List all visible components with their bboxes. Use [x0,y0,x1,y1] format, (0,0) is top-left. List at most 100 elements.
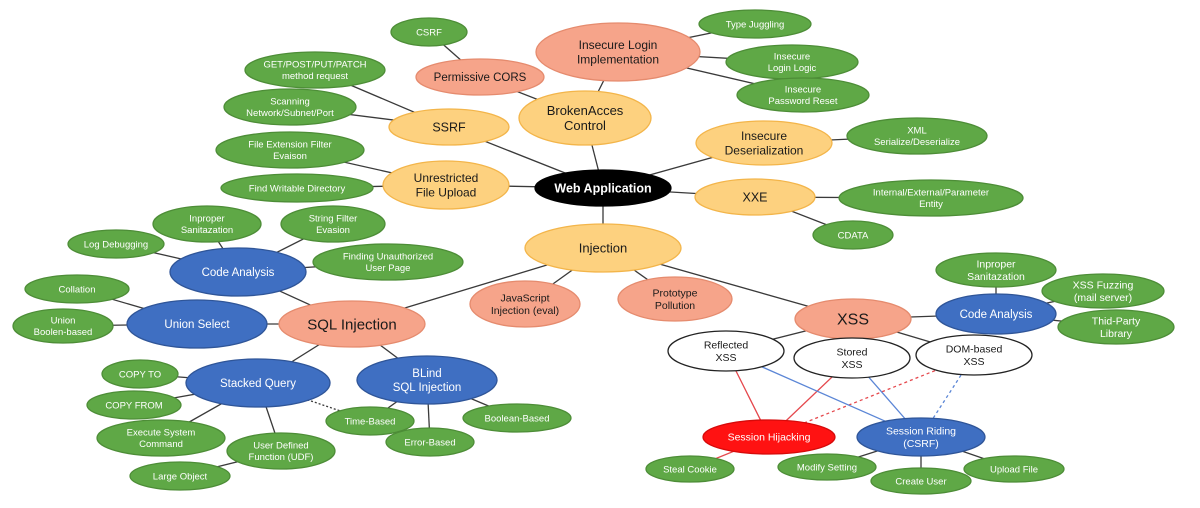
node-label-reflected-xss-line-1: Reflected [704,340,749,352]
node-shape-string-filter [280,205,386,243]
node-log-debugging: Log Debugging [67,229,165,259]
node-shape-xml-serialize [846,117,988,155]
node-shape-writable-dir [220,173,374,203]
node-label-code-analysis-sql: Code Analysis [202,267,275,279]
node-label-create-user: Create User [895,476,946,487]
node-label-xxe-entity-line-2: Entity [919,199,943,210]
node-label-scanning-line-2: Network/Subnet/Port [246,108,334,119]
node-label-xss-fuzzing-line-1: XSS Fuzzing [1073,280,1134,292]
node-shape-insecure-login [535,22,701,82]
node-shape-inproper-sanit-sql [152,205,262,243]
node-label-large-object: Large Object [153,471,208,482]
node-label-insecure-deser-line-2: Deserialization [725,143,804,157]
node-shape-scanning [223,88,357,126]
node-label-collation: Collation [59,284,96,295]
node-shape-blind-sqli [356,355,498,405]
node-label-xxe: XXE [742,190,767,204]
node-label-xxe-entity-line-1: Internal/External/Parameter [873,188,989,199]
edge-dom-xss-to-session-riding [920,354,975,438]
node-shape-ssrf [388,108,510,146]
node-shape-stacked-query [185,358,331,408]
node-label-injection: Injection [579,241,627,256]
node-shape-log-debugging [67,229,165,259]
node-shape-large-object [129,461,231,491]
node-label-union-select: Union Select [164,319,230,331]
node-label-writable-dir: Find Writable Directory [249,183,346,194]
node-label-exec-system-line-2: Command [139,439,183,450]
node-label-insecure-password-reset-line-1: Insecure [785,85,821,96]
node-label-udf-line-1: User Defined [253,441,308,452]
node-shape-code-analysis-xss [935,293,1057,335]
node-shape-union-select [126,299,268,349]
node-boolean-based: Boolean-Based [462,403,572,433]
node-shape-insecure-deser [695,120,833,166]
node-label-broken-access-line-1: BrokenAcces [547,103,624,118]
node-label-extension-filter-line-2: Evaison [273,151,307,162]
node-shape-xxe-entity [838,179,1024,217]
node-ssrf: SSRF [388,108,510,146]
node-label-blind-sqli-line-1: BLind [412,368,441,380]
node-label-blind-sqli-line-2: SQL Injection [393,382,462,394]
node-steal-cookie: Steal Cookie [645,455,735,483]
node-shape-stored-xss [793,337,911,379]
node-session-hijacking: Session Hijacking [702,419,836,455]
node-label-insecure-deser-line-1: Insecure [741,129,787,143]
node-label-insecure-password-reset-line-2: Password Reset [768,96,838,107]
node-shape-permissive-cors [415,58,545,96]
node-label-js-injection-line-1: JavaScript [500,293,549,305]
node-label-stored-xss-line-2: XSS [841,359,862,371]
node-label-sql-injection: SQL Injection [307,316,397,333]
node-label-modify-setting: Modify Setting [797,462,857,473]
node-web-application: Web Application [534,169,672,207]
node-shape-cdata [812,220,894,250]
node-shape-error-based [385,427,475,457]
node-label-inproper-sanit-xss-line-1: Inproper [976,259,1016,271]
node-writable-dir: Find Writable Directory [220,173,374,203]
node-shape-boolean-based [462,403,572,433]
node-code-analysis-xss: Code Analysis [935,293,1057,335]
node-label-prototype-pollution-line-1: Prototype [653,288,698,300]
node-shape-broken-access [518,90,652,146]
node-permissive-cors: Permissive CORS [415,58,545,96]
node-shape-csrf-top [390,17,468,47]
node-shape-collation [24,274,130,304]
node-sql-injection: SQL Injection [278,300,426,348]
node-label-insecure-login-line-1: Insecure Login [579,38,658,52]
node-label-reflected-xss-line-2: XSS [715,352,736,364]
node-shape-prototype-pollution [617,276,733,322]
node-collation: Collation [24,274,130,304]
node-label-permissive-cors: Permissive CORS [434,72,527,84]
node-shape-union-boolen [12,308,114,344]
node-shape-session-hijacking [702,419,836,455]
nodes-layer: Web ApplicationBrokenAccesControlInsecur… [12,9,1175,495]
node-xss-fuzzing: XSS Fuzzing(mail server) [1041,273,1165,309]
node-label-third-party-line-2: Library [1100,328,1133,340]
node-shape-insecure-password-reset [736,77,870,113]
node-label-web-application: Web Application [554,181,651,195]
node-session-riding: Session Riding(CSRF) [856,417,986,457]
node-label-js-injection-line-2: Injection (eval) [491,305,559,317]
node-label-xml-serialize-line-1: XML [907,126,927,137]
node-shape-injection [524,223,682,273]
node-label-xss-fuzzing-line-2: (mail server) [1074,292,1132,304]
node-copy-to: COPY TO [101,359,179,389]
node-label-copy-to: COPY TO [119,369,161,380]
node-label-stacked-query: Stacked Query [220,378,296,390]
